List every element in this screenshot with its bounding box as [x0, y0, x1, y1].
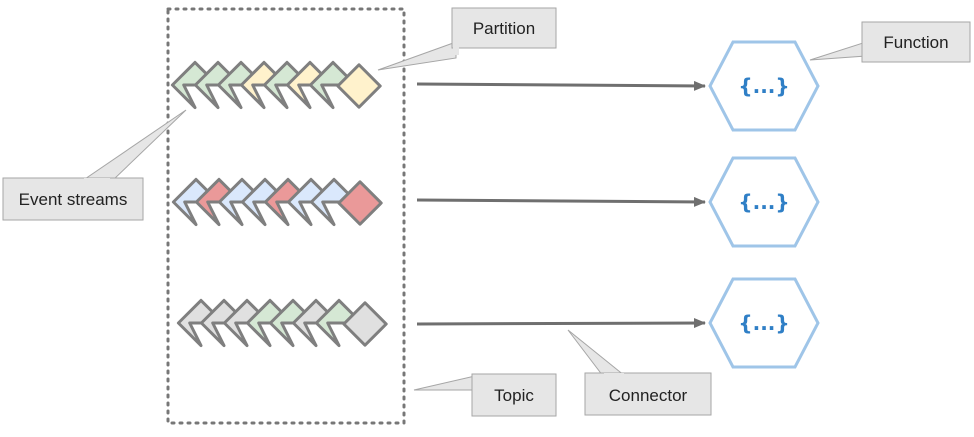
event-yellow	[336, 63, 382, 109]
topic-callout: Topic	[413, 373, 557, 417]
event-streams-label: Event streams	[19, 190, 128, 209]
function-node-2: {...}	[708, 156, 820, 248]
topic-boundary	[166, 7, 406, 425]
callout-box	[451, 7, 557, 49]
hexagon-shape	[708, 40, 820, 132]
event-red	[337, 180, 383, 226]
connector-callout: Connector	[567, 329, 712, 416]
callout-pointer	[377, 41, 457, 71]
function-label: Function	[883, 33, 948, 52]
function-node-3: {...}	[708, 277, 820, 369]
partition-label: Partition	[473, 19, 535, 38]
topic-label: Topic	[494, 386, 534, 405]
partition-callout: Partition	[377, 7, 557, 71]
callout-pointer	[567, 329, 627, 377]
function-node-1: {...}	[708, 40, 820, 132]
callout-pointer	[80, 109, 187, 182]
callout-pointer	[809, 41, 867, 61]
connector-arrow-3	[416, 318, 706, 329]
callout-pointer	[413, 375, 476, 391]
event-stream-1	[170, 60, 382, 110]
hexagon-shape	[708, 156, 820, 248]
callout-box	[584, 372, 712, 416]
callout-box	[861, 21, 971, 63]
function-symbol: {...}	[738, 311, 789, 335]
connector-arrow-1	[416, 80, 706, 91]
connector-label: Connector	[609, 386, 688, 405]
event-stream-2	[171, 177, 383, 227]
function-symbol: {...}	[738, 74, 789, 98]
hexagon-shape	[708, 277, 820, 369]
connector-arrow-2	[416, 196, 706, 207]
event-stream-3	[176, 298, 388, 348]
callout-box	[471, 373, 557, 417]
event-gray	[342, 301, 388, 347]
function-symbol: {...}	[738, 190, 789, 214]
function-callout: Function	[809, 21, 971, 63]
callout-box	[2, 177, 144, 221]
event-streams-callout: Event streams	[2, 109, 187, 221]
